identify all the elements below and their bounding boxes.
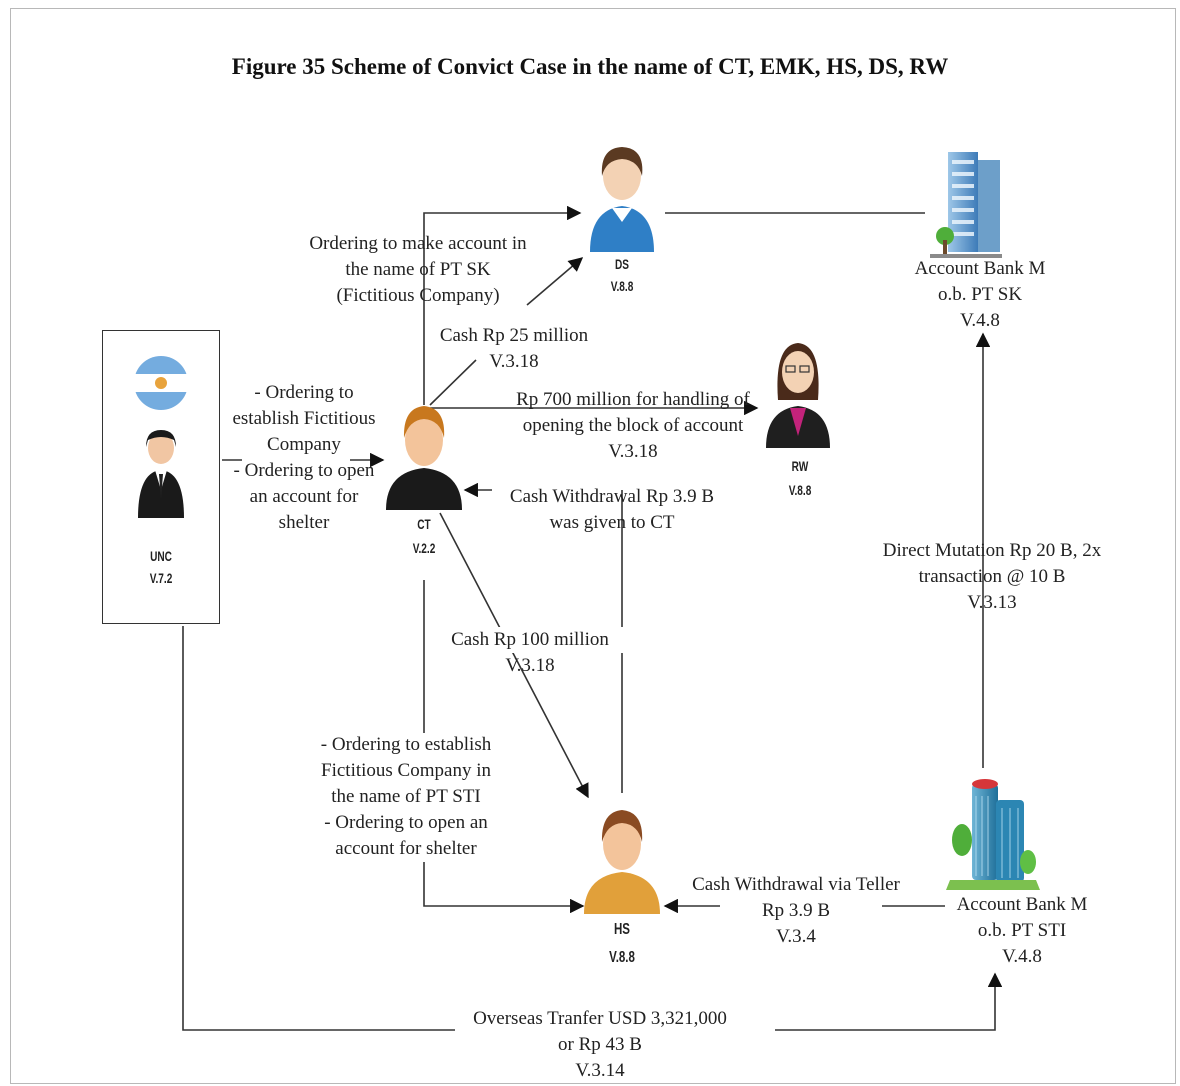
edge-unc-sti-right — [775, 972, 1003, 1031]
ds-code: V.8.8 — [610, 278, 634, 294]
edge-ct-ds-cash — [526, 257, 584, 306]
edge-label-ct-ds-order: Ordering to make account in the name of … — [309, 233, 527, 306]
edge-ct-hs-cash — [439, 512, 589, 799]
bank-sk-building-icon — [930, 152, 1002, 258]
ct-name: CT — [417, 516, 431, 532]
edge-ct-ds-cash-lower — [429, 359, 477, 406]
hs-person-icon — [584, 810, 660, 914]
edge-label-sti-sk: Direct Mutation Rp 20 B, 2x transaction … — [882, 540, 1102, 613]
bank-sti-building-icon — [946, 779, 1040, 890]
flag-icon — [134, 356, 188, 410]
bank-sk-label: Account Bank M o.b. PT SK V.4.8 — [914, 258, 1046, 331]
ds-person-icon — [590, 147, 654, 252]
ct-code: V.2.2 — [412, 540, 436, 556]
connectors — [182, 205, 1003, 1031]
rw-code: V.8.8 — [788, 482, 812, 498]
edge-label-unc-sti: Overseas Tranfer USD 3,321,000 or Rp 43 … — [473, 1008, 727, 1081]
edge-label-unc-ct: - Ordering to establish Fictitious Compa… — [232, 382, 376, 533]
figure-title: Figure 35 Scheme of Convict Case in the … — [231, 54, 949, 79]
edge-unc-sti — [182, 626, 455, 1031]
edge-label-ct-hs-cash: Cash Rp 100 million V.3.18 — [432, 627, 628, 679]
edge-label-ct-hs-order: - Ordering to establish Fictitious Compa… — [320, 734, 492, 859]
bank-sti-label: Account Bank M o.b. PT STI V.4.8 — [956, 894, 1088, 967]
unc-code: V.7.2 — [149, 570, 173, 586]
ds-name: DS — [614, 256, 629, 272]
unc-person-icon — [138, 430, 184, 518]
edge-ct-ds-order — [423, 205, 582, 405]
hs-code: V.8.8 — [609, 949, 635, 966]
edge-ct-hs-order-lower — [423, 862, 585, 914]
rw-person-icon — [766, 343, 830, 448]
hs-name: HS — [613, 921, 630, 938]
edge-label-sti-hs: Cash Withdrawal via Teller Rp 3.9 B V.3.… — [692, 874, 900, 947]
unc-name: UNC — [150, 548, 172, 564]
figure-frame — [10, 8, 1176, 1084]
rw-name: RW — [791, 458, 809, 474]
edge-label-ct-rw: Rp 700 million for handling of opening t… — [516, 389, 750, 462]
ct-person-icon — [386, 406, 462, 510]
edge-label-ct-ds-cash: Cash Rp 25 million V.3.18 — [439, 325, 589, 372]
edge-label-hs-ct: Cash Withdrawal Rp 3.9 B was given to CT — [509, 486, 715, 533]
